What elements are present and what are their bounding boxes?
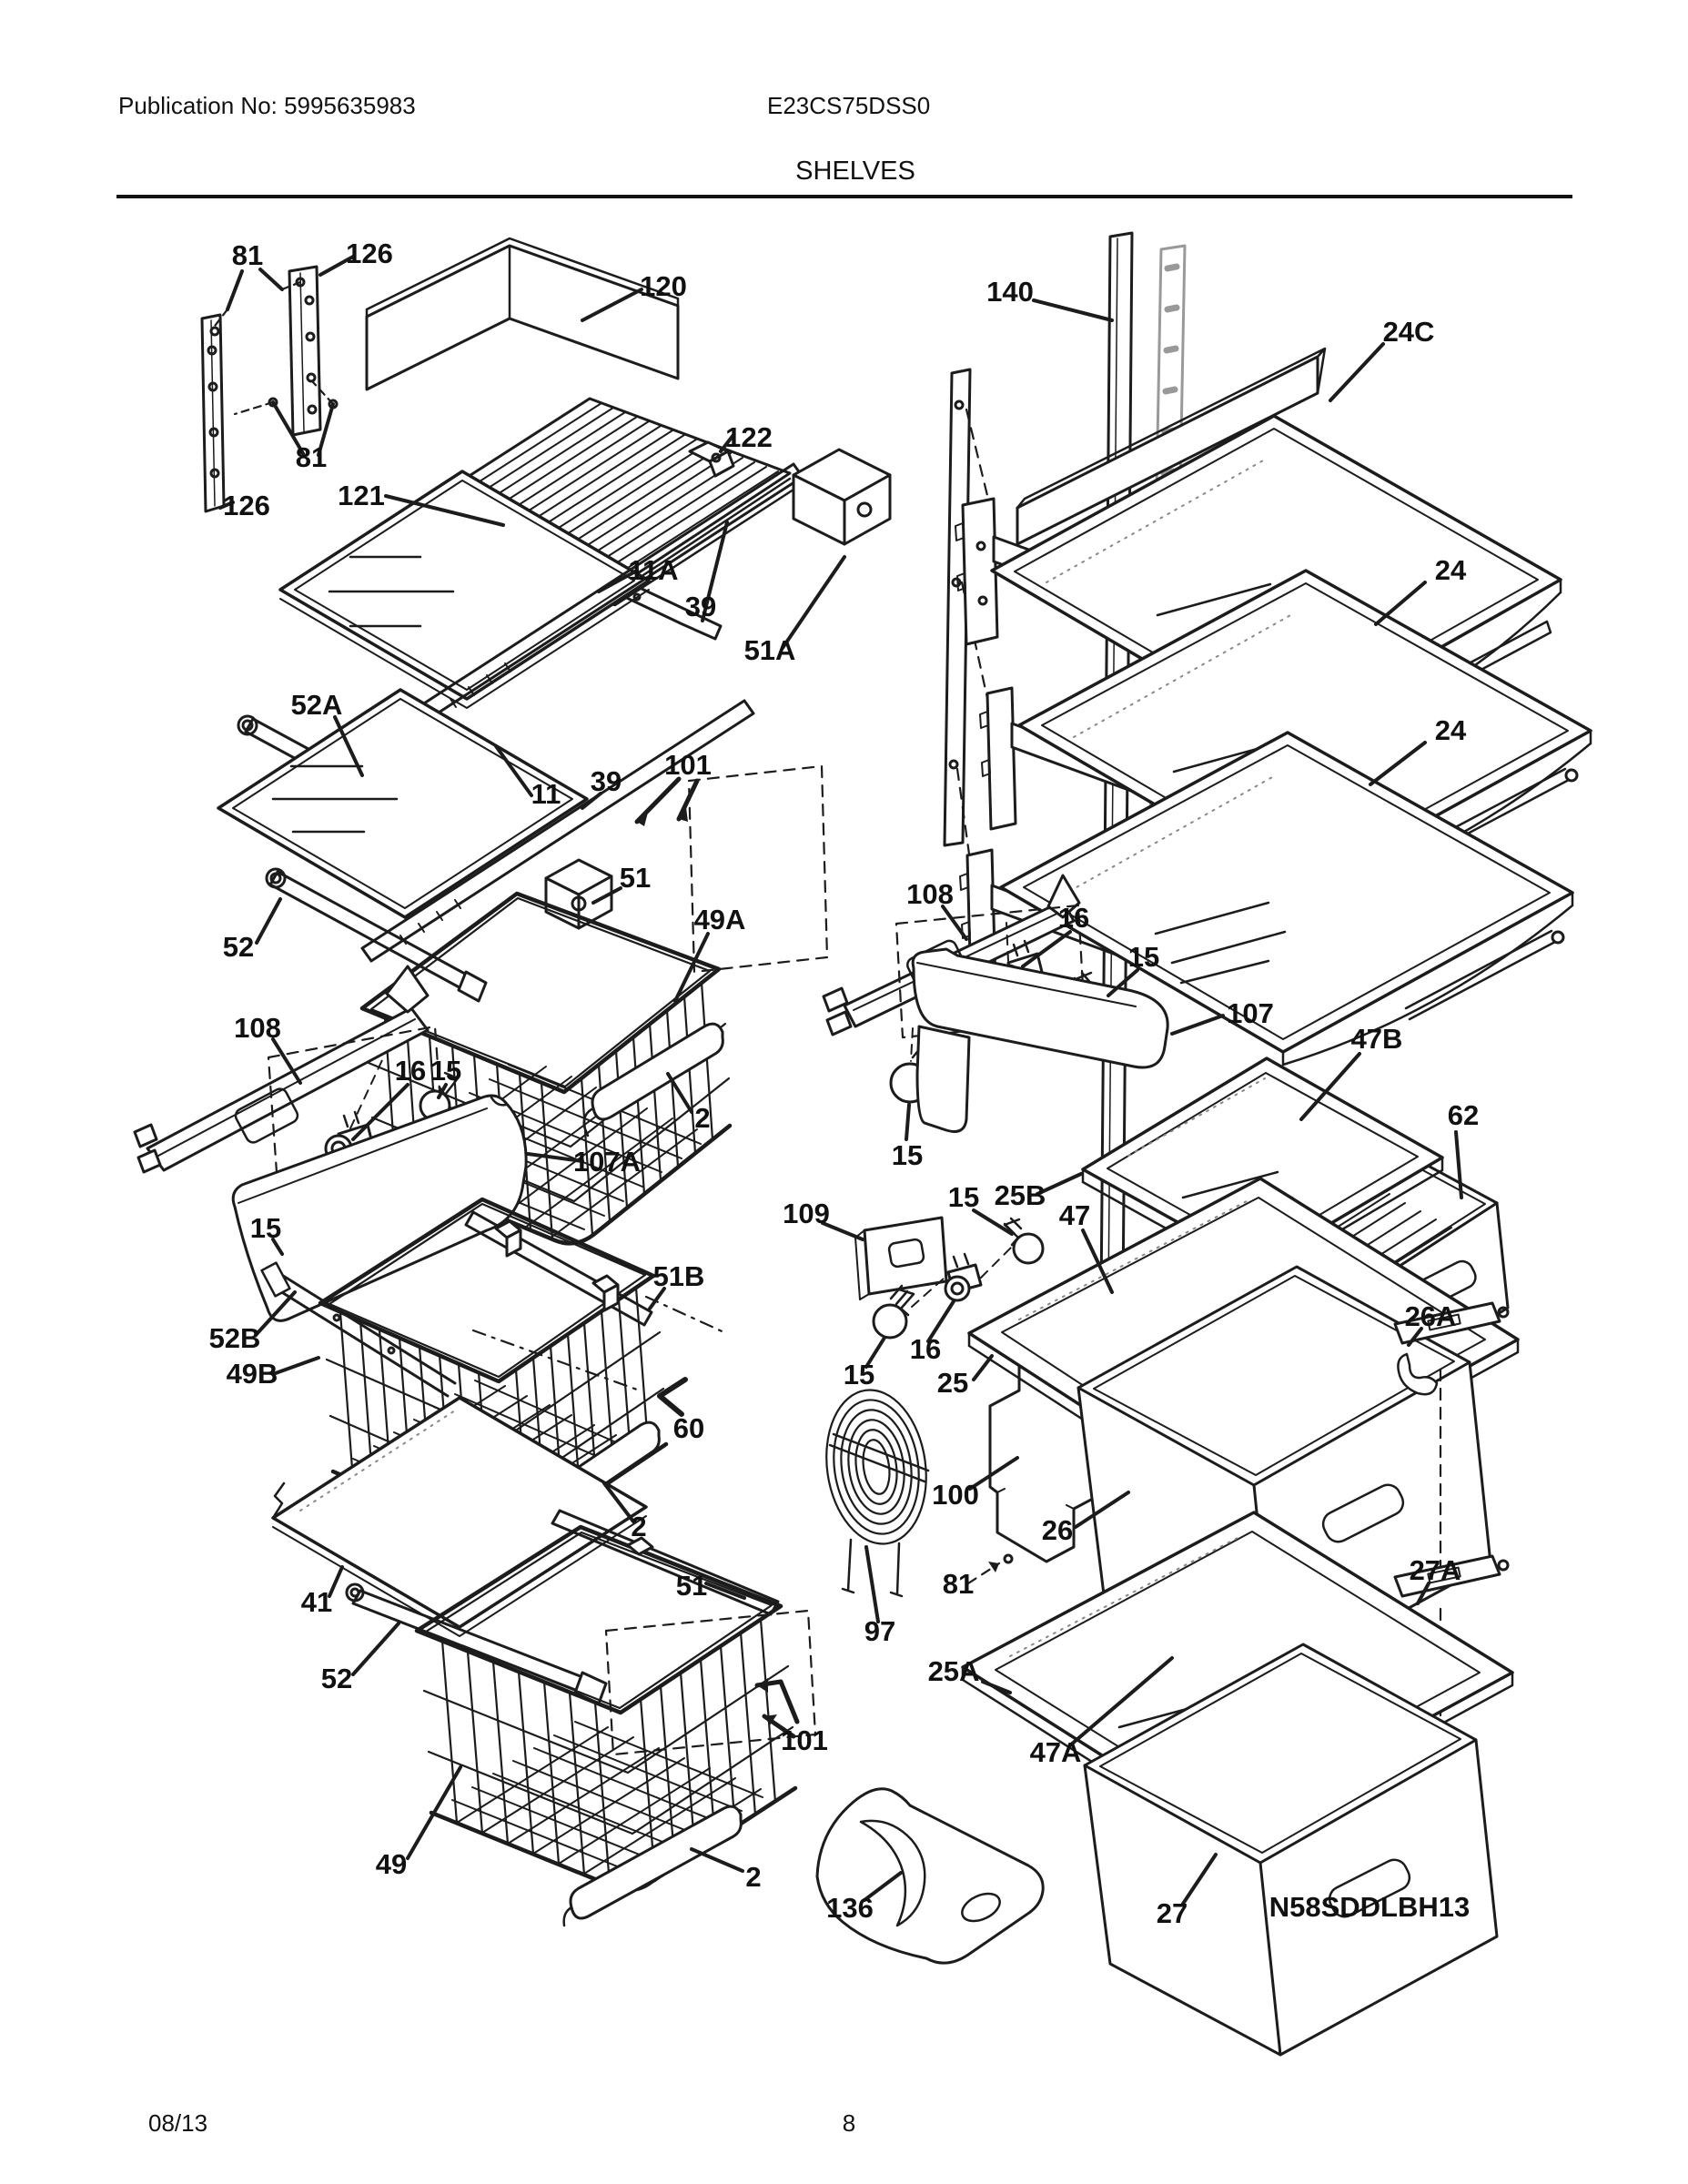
callout-N58SDDLBH13: N58SDDLBH13	[1269, 1891, 1471, 1923]
callout-81: 81	[295, 441, 328, 473]
callout-16: 16	[1057, 902, 1090, 934]
callout-27A: 27A	[1409, 1554, 1461, 1586]
callout-60: 60	[672, 1412, 705, 1444]
callout-16: 16	[909, 1333, 942, 1365]
callout-15: 15	[843, 1359, 875, 1390]
rail-52	[265, 867, 488, 1003]
callout-62: 62	[1447, 1099, 1480, 1131]
callout-108: 108	[906, 878, 954, 910]
leader-lines	[210, 255, 1463, 1906]
callout-81: 81	[942, 1568, 975, 1600]
light-bulb-15-mid	[1003, 1217, 1045, 1265]
callout-41: 41	[300, 1586, 333, 1618]
callout-101: 101	[664, 749, 712, 781]
wire-basket-49	[414, 1524, 798, 1893]
callout-52: 52	[320, 1663, 353, 1694]
clip-60	[471, 1295, 730, 1417]
footer-date: 08/13	[148, 2109, 208, 2137]
page-title: SHELVES	[795, 157, 915, 186]
callout-126: 126	[223, 490, 270, 521]
callout-26A: 26A	[1404, 1300, 1457, 1332]
callout-52: 52	[222, 931, 255, 963]
callout-25B: 25B	[994, 1179, 1046, 1211]
cover-136	[815, 1787, 1045, 1965]
callout-15: 15	[430, 1055, 462, 1087]
callout-47A: 47A	[1029, 1736, 1082, 1768]
callout-49: 49	[375, 1848, 408, 1880]
callout-51B: 51B	[652, 1260, 705, 1292]
callout-39: 39	[590, 765, 622, 797]
model-number: E23CS75DSS0	[767, 92, 931, 119]
callout-26: 26	[1041, 1514, 1074, 1546]
callout-27: 27	[1156, 1897, 1188, 1929]
callout-15: 15	[891, 1139, 924, 1171]
footer-page-number: 8	[842, 2109, 856, 2137]
callout-15: 15	[249, 1212, 282, 1244]
callout-109: 109	[783, 1198, 830, 1229]
glass-shelf-11A	[278, 470, 651, 709]
callout-52B: 52B	[208, 1322, 261, 1354]
water-line-coil-97	[825, 1389, 930, 1598]
callout-126: 126	[346, 238, 393, 269]
light-bulb-15-mid-lower	[872, 1277, 945, 1340]
callout-121: 121	[338, 480, 385, 511]
callout-97: 97	[864, 1615, 896, 1647]
lamp-socket-16-mid	[944, 1246, 1013, 1302]
callout-136: 136	[826, 1892, 874, 1924]
callout-24C: 24C	[1382, 316, 1435, 348]
callout-24: 24	[1434, 554, 1467, 586]
bracket-122	[688, 440, 735, 478]
lamp-cover-107	[911, 947, 1169, 1133]
lamp-cover-107A	[231, 1094, 528, 1322]
clip-kit-101-upper	[634, 764, 829, 974]
callout-51: 51	[619, 862, 652, 894]
callout-140: 140	[986, 276, 1034, 308]
callout-39: 39	[684, 591, 717, 622]
callout-49B: 49B	[226, 1358, 278, 1390]
callout-2: 2	[745, 1861, 762, 1893]
glass-shelf-41	[271, 1396, 648, 1637]
callout-15: 15	[947, 1181, 980, 1213]
callout-51: 51	[675, 1570, 708, 1602]
callout-52A: 52A	[290, 689, 343, 721]
callout-51A: 51A	[743, 634, 796, 666]
trim-2-upper	[582, 1022, 724, 1138]
callout-49A: 49A	[693, 904, 746, 935]
callout-2: 2	[694, 1102, 711, 1134]
callout-108: 108	[234, 1012, 281, 1044]
screws-81	[209, 277, 339, 410]
header-rule	[116, 195, 1572, 198]
bracket-51A	[792, 448, 892, 546]
publication-number: Publication No: 5995635983	[118, 92, 416, 119]
callout-107: 107	[1227, 997, 1274, 1029]
callout-25: 25	[936, 1367, 969, 1399]
callout-11: 11	[531, 778, 561, 810]
callout-81: 81	[231, 239, 264, 271]
rail-52B	[260, 1261, 457, 1398]
rail-51-basket49	[551, 1509, 780, 1616]
callout-11A: 11A	[628, 554, 679, 586]
bracket-26A	[1393, 1301, 1510, 1569]
callout-101: 101	[781, 1724, 828, 1756]
bracket-126-left	[200, 313, 226, 513]
callout-2: 2	[631, 1511, 647, 1542]
callout-47B: 47B	[1350, 1023, 1403, 1055]
bracket-126-right	[288, 265, 322, 437]
drawer-27	[1083, 1643, 1499, 2057]
trim-2-lower	[562, 1805, 743, 1927]
callout-15: 15	[1127, 941, 1160, 973]
callout-24: 24	[1434, 714, 1467, 746]
clip-kit-101-lower	[604, 1609, 817, 1756]
callout-120: 120	[640, 270, 687, 302]
callout-16: 16	[394, 1055, 427, 1087]
callout-107A: 107A	[572, 1146, 642, 1178]
rail-51B	[464, 1210, 653, 1327]
callout-47: 47	[1058, 1199, 1091, 1231]
callout-100: 100	[932, 1479, 979, 1511]
callout-122: 122	[725, 421, 773, 453]
callout-25A: 25A	[927, 1655, 980, 1687]
screw-81-right	[966, 1553, 1014, 1585]
light-rail-108-left	[133, 965, 446, 1187]
